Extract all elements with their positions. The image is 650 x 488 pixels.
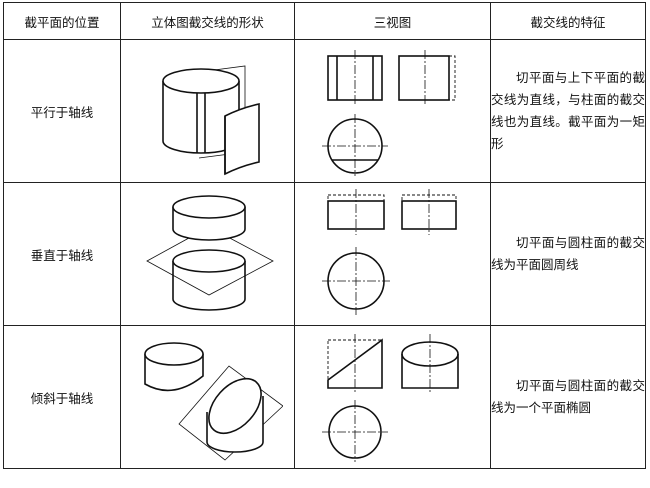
header-three-views: 三视图 [294, 2, 491, 40]
cylinder-top-face [161, 68, 240, 94]
row3-feature: 切平面与圆柱面的截交线为一个平面椭圆 [490, 325, 646, 469]
three-views-rectangle-section [321, 50, 455, 176]
section-circle [171, 249, 246, 273]
row1-solid-figure [120, 39, 295, 183]
lower-cylinder-body [171, 261, 246, 311]
row2-feature-text: 切平面与圆柱面的截交线为平面圆周线 [491, 235, 645, 272]
top-view-hidden-arc [331, 159, 378, 174]
row1-feature-text: 切平面与上下平面的截交线为直线，与柱面的截交线也为直线。截平面为一矩形 [491, 70, 645, 151]
upper-cylinder-top [171, 195, 246, 219]
header-row: 截平面的位置 立体图截交线的形状 三视图 截交线的特征 [3, 2, 646, 40]
cylinder-perpendicular-cut-drawing [145, 195, 274, 311]
cylinder-oblique-cut-drawing [143, 342, 283, 461]
row2-feature: 切平面与圆柱面的截交线为平面圆周线 [490, 182, 646, 326]
header-solid-figure: 立体图截交线的形状 [120, 2, 295, 40]
cylinder-parallel-cut-drawing [161, 65, 260, 176]
row3-solid-figure [120, 325, 295, 469]
header-feature: 截交线的特征 [490, 2, 646, 40]
side-view-rect [397, 55, 450, 101]
removed-segment [223, 103, 260, 176]
three-views-circle-section [321, 189, 457, 315]
table-row: 倾斜于轴线 [3, 325, 646, 469]
row3-position: 倾斜于轴线 [3, 325, 121, 469]
cylinder-section-table: 截平面的位置 立体图截交线的形状 三视图 截交线的特征 平行于轴线 [3, 2, 646, 469]
row3-feature-text: 切平面与圆柱面的截交线为一个平面椭圆 [491, 378, 645, 415]
three-views-ellipse-section [321, 334, 459, 462]
row1-three-views [294, 39, 491, 183]
row2-three-views [294, 182, 491, 326]
removed-piece-top [143, 342, 204, 366]
cut-plane-outline [177, 365, 283, 461]
table-row: 垂直于轴线 [3, 182, 646, 326]
side-view-hidden-part [448, 55, 455, 101]
row2-position: 垂直于轴线 [3, 182, 121, 326]
row2-solid-figure [120, 182, 295, 326]
row1-position: 平行于轴线 [3, 39, 121, 183]
row3-three-views [294, 325, 491, 469]
row1-feature: 切平面与上下平面的截交线为直线，与柱面的截交线也为直线。截平面为一矩形 [490, 39, 646, 183]
header-position: 截平面的位置 [3, 2, 121, 40]
table-row: 平行于轴线 [3, 39, 646, 183]
section-ellipse [207, 377, 262, 435]
